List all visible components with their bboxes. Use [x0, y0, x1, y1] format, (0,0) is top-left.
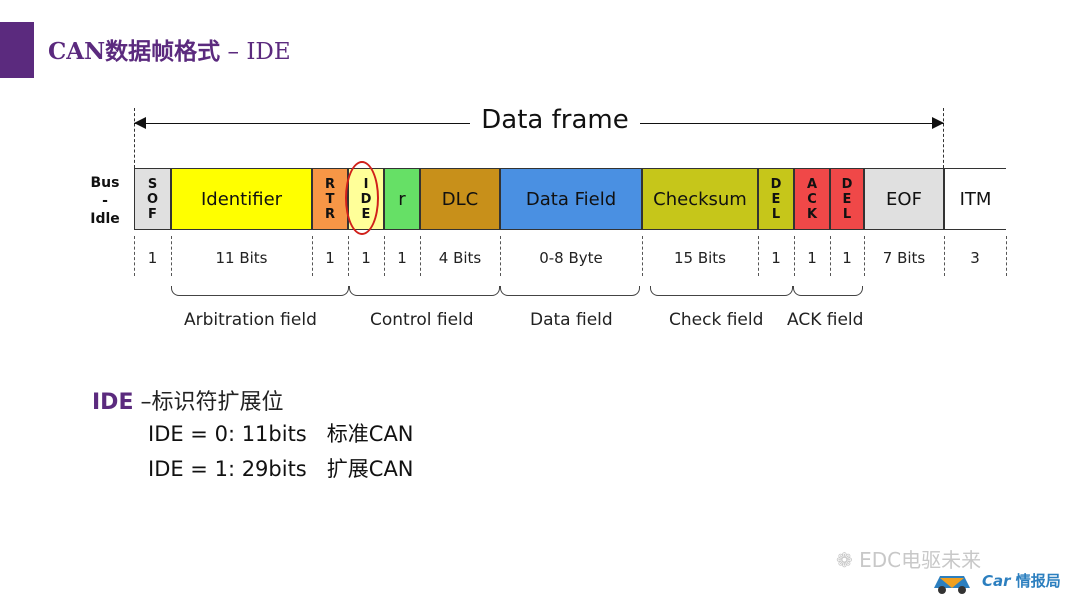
group-brace — [349, 286, 500, 296]
field-data-field: Data Field — [500, 168, 642, 230]
frame-end-marker — [943, 108, 944, 168]
bits-rtr: 1 — [325, 249, 335, 267]
arrow-right-icon — [932, 117, 944, 129]
bits-eof: 7 Bits — [882, 249, 926, 267]
field-itm-label: ITM — [959, 188, 992, 210]
field-sof-letter: O — [146, 191, 159, 207]
bit-separator — [500, 236, 501, 276]
field-identifier: Identifier — [171, 168, 312, 230]
wechat-icon: ❁ — [836, 548, 860, 572]
bit-separator — [830, 236, 831, 276]
field-identifier-label: Identifier — [200, 188, 283, 210]
group-brace — [650, 286, 793, 296]
data-frame-label: Data frame — [470, 105, 640, 135]
arrow-left-icon — [134, 117, 146, 129]
bus-idle-label: Bus - Idle — [90, 175, 120, 227]
field-del2-letter: E — [842, 191, 852, 207]
field-ack-letter: K — [806, 206, 818, 222]
bits-itm: 3 — [970, 249, 980, 267]
field-itm: ITM — [944, 168, 1006, 230]
bits-r: 1 — [397, 249, 407, 267]
bit-separator — [1006, 236, 1007, 276]
group-label: ACK field — [787, 310, 864, 330]
field-sof-letter: F — [148, 206, 157, 222]
bits-identifier: 11 Bits — [215, 249, 268, 267]
field-rtr-letter: R — [324, 206, 335, 222]
bit-separator — [171, 236, 172, 276]
bits-ide: 1 — [361, 249, 371, 267]
field-r-label: r — [398, 188, 406, 210]
field-checksum: Checksum — [642, 168, 758, 230]
group-brace — [500, 286, 640, 296]
bit-separator — [642, 236, 643, 276]
group-brace — [793, 286, 863, 296]
field-r: r — [384, 168, 420, 230]
bits-dlc: 4 Bits — [438, 249, 482, 267]
field-eof-label: EOF — [886, 188, 922, 210]
field-del1-letter: E — [771, 191, 781, 207]
bits-sof: 1 — [147, 249, 158, 267]
group-label: Control field — [370, 310, 474, 330]
title-accent-bar — [0, 22, 34, 78]
field-ack-letter: A — [806, 176, 818, 192]
bit-separator — [134, 236, 135, 276]
bits-ack: 1 — [807, 249, 817, 267]
bit-separator — [312, 236, 313, 276]
group-label: Data field — [530, 310, 613, 330]
bit-separator — [944, 236, 945, 276]
field-del1-letter: L — [771, 206, 781, 222]
field-sof-letter: S — [147, 176, 158, 192]
group-brace — [171, 286, 349, 296]
field-eof: EOF — [864, 168, 944, 230]
bit-separator — [348, 236, 349, 276]
field-del2-letter: L — [842, 206, 852, 222]
car-logo-icon — [934, 576, 970, 594]
field-data-field-label: Data Field — [525, 188, 617, 210]
bit-separator — [864, 236, 865, 276]
field-dlc: DLC — [420, 168, 500, 230]
ide-standard-line: IDE = 0: 11bits 标准CAN — [148, 422, 414, 446]
group-label: Arbitration field — [184, 310, 317, 330]
frame-start-marker — [134, 108, 135, 168]
bits-del2: 1 — [842, 249, 852, 267]
bit-separator — [384, 236, 385, 276]
brand-label: Car 情报局 — [982, 572, 1061, 590]
field-checksum-label: Checksum — [653, 188, 747, 210]
slide-title: CAN数据帧格式 – IDE — [48, 38, 291, 65]
ide-heading: IDE –标识符扩展位 — [92, 390, 284, 415]
bit-separator — [758, 236, 759, 276]
ide-extended-line: IDE = 1: 29bits 扩展CAN — [148, 457, 414, 481]
bits-checksum: 15 Bits — [673, 249, 726, 267]
field-rtr-letter: T — [325, 191, 335, 207]
bits-del1: 1 — [771, 249, 781, 267]
watermark-text: ❁ EDC电驱未来 — [836, 548, 982, 572]
field-del2-letter: D — [841, 176, 853, 192]
bits-data-field: 0-8 Byte — [539, 249, 603, 267]
field-del1-letter: D — [770, 176, 782, 192]
field-rtr-letter: R — [324, 176, 335, 192]
ide-highlight-circle — [345, 161, 379, 235]
group-label: Check field — [669, 310, 764, 330]
field-ack-letter: C — [807, 191, 817, 207]
field-dlc-label: DLC — [441, 188, 479, 210]
bit-separator — [794, 236, 795, 276]
bit-separator — [420, 236, 421, 276]
